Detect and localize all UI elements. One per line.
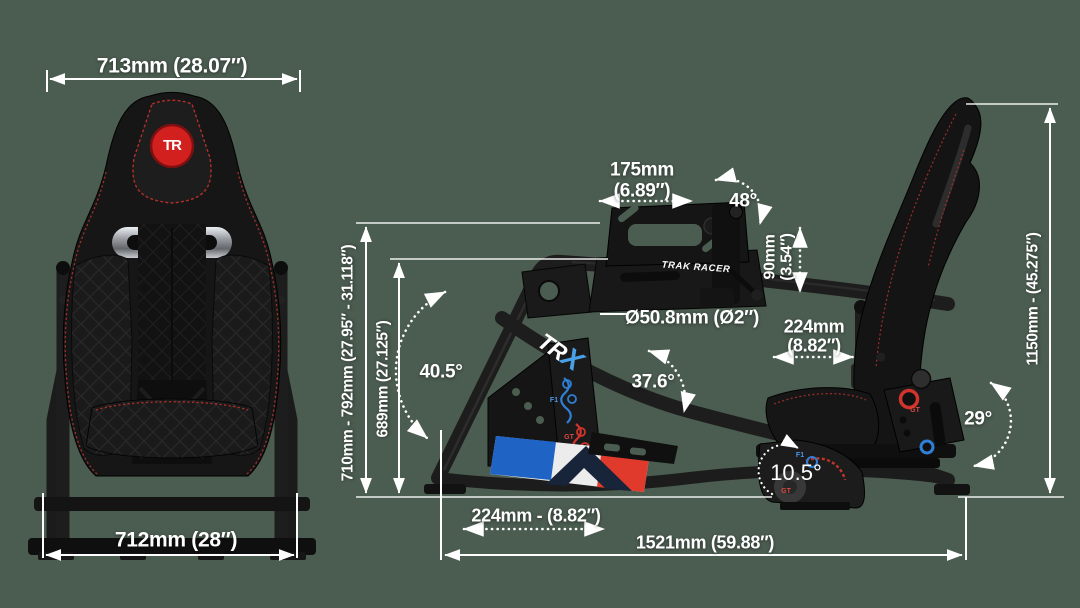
dim-monitor-mount-height: 90mm (3.54″) bbox=[762, 233, 797, 280]
dim-monitor-mount-width-in: (6.89″) bbox=[613, 180, 671, 201]
pedal-mount-gt-label: GT bbox=[564, 434, 574, 442]
seat-plate-f1-label: F1 bbox=[795, 452, 805, 460]
seat-plate-gt-label: GT bbox=[781, 488, 791, 496]
pedal-mount-f1-label: F1 bbox=[549, 397, 559, 405]
dim-monitor-mount-height-in: (3.54″) bbox=[779, 233, 796, 281]
dim-monitor-mount-width-mm: 175mm bbox=[610, 159, 674, 181]
dim-front-hoop-angle: 40.5° bbox=[419, 361, 463, 383]
dim-wheel-deck-angle: 37.6° bbox=[631, 371, 675, 393]
dim-seat-back-depth-mm: 224mm bbox=[783, 316, 845, 337]
front-view-seat-illustration bbox=[28, 91, 316, 560]
dim-seat-back-depth-in: (8.82″) bbox=[787, 336, 841, 356]
dim-seat-base-angle: 10.5° bbox=[770, 460, 822, 486]
shifter-mount-gt-label: GT bbox=[910, 407, 920, 415]
dim-front-section-length: 224mm - (8.82″) bbox=[471, 505, 601, 526]
dimension-lines bbox=[42, 70, 1064, 561]
dim-front-width-bottom: 712mm (28″) bbox=[114, 528, 238, 552]
dim-wheel-height-range: 710mm - 792mm (27.95″ - 31.118″) bbox=[339, 244, 357, 482]
label-tube-diameter: Ø50.8mm (Ø2″) bbox=[624, 307, 760, 329]
dim-monitor-mount-height-mm: 90mm bbox=[761, 234, 779, 280]
tr-seat-logo: TR bbox=[163, 136, 182, 154]
dim-seat-back-depth: 224mm (8.82″) bbox=[783, 316, 845, 357]
dim-front-width-top: 713mm (28.07″) bbox=[96, 54, 248, 78]
dim-overall-height: 1150mm - (45.275″) bbox=[1024, 232, 1042, 366]
dim-overall-length: 1521mm (59.88″) bbox=[635, 532, 775, 553]
dim-monitor-mount-angle: 48° bbox=[729, 190, 757, 212]
dim-shifter-angle: 29° bbox=[964, 408, 992, 430]
dim-deck-height: 689mm (27.125″) bbox=[374, 320, 392, 438]
side-view-cockpit-illustration bbox=[424, 97, 982, 510]
dim-monitor-mount-width: 175mm (6.89″) bbox=[610, 160, 674, 201]
